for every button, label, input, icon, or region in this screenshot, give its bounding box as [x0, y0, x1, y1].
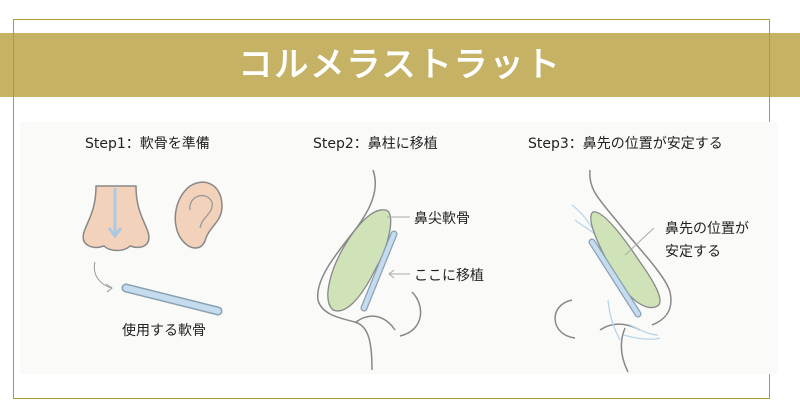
page-title: コルメラストラット	[238, 45, 562, 85]
used-cartilage-label: 使用する軟骨	[122, 323, 206, 339]
tip-stable-label-2: 安定する	[665, 244, 721, 260]
step1-title: Step1：軟骨を準備	[85, 136, 210, 152]
tip-cartilage-label: 鼻尖軟骨	[414, 211, 470, 227]
step3-title: Step3：鼻先の位置が安定する	[528, 136, 723, 152]
tip-stable-label-1: 鼻先の位置が	[665, 221, 749, 237]
nose-profile-step3	[554, 169, 672, 373]
ear-illustration	[174, 181, 223, 249]
nose-front-illustration	[82, 185, 150, 252]
step2-title: Step2：鼻柱に移植	[313, 136, 438, 152]
curved-arrow-icon	[93, 261, 113, 293]
nose-profile-step2	[317, 169, 422, 371]
title-band	[0, 33, 800, 97]
illustration-panel	[20, 122, 778, 374]
graft-here-label: ここに移植	[414, 268, 484, 284]
